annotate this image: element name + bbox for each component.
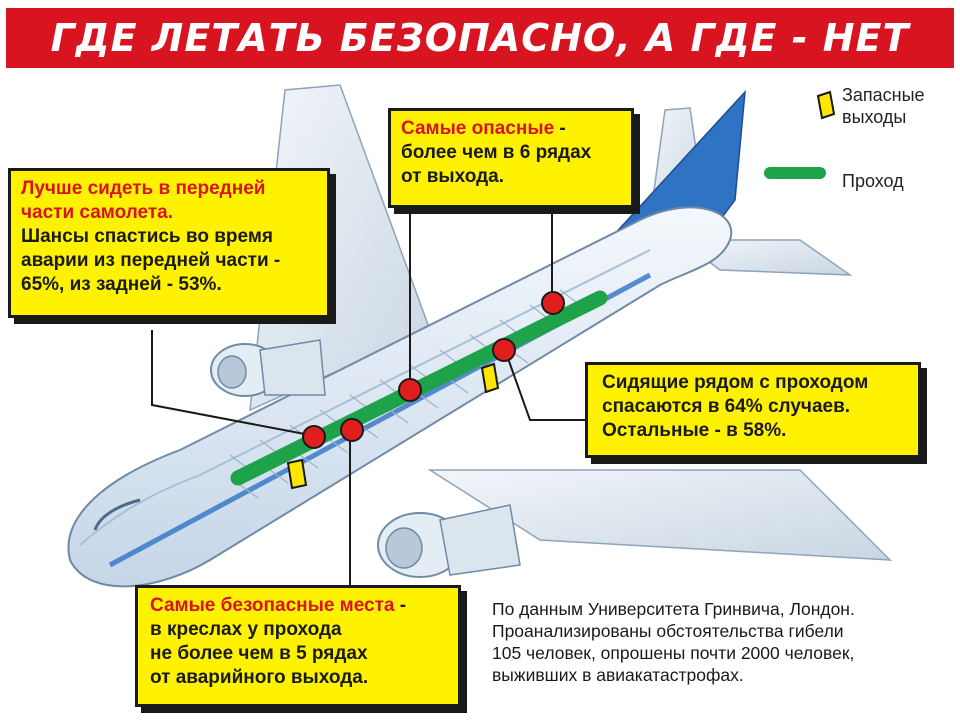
callout-danger-headline: Самые опасные [401,118,555,139]
callout-safe-text-3: от аварийного выхода. [150,667,369,688]
marker-danger-2 [541,291,565,315]
source-line-2: Проанализированы обстоятельства гибели [492,621,844,641]
page-title: ГДЕ ЛЕТАТЬ БЕЗОПАСНО, А ГДЕ - НЕТ [6,8,954,68]
source-note: По данным Университета Гринвича, Лондон.… [492,598,952,686]
callout-front-headline-1: Лучше сидеть в передней [21,178,266,199]
callout-safe-headline: Самые безопасные места [150,595,395,616]
marker-front-1 [302,425,326,449]
callout-front-text-2: аварии из передней части - [21,250,281,271]
lower-engine [377,504,521,578]
callout-safest-seats: Самые безопасные места - в креслах у про… [135,585,461,707]
callout-front-text-3: 65%, из задней - 53%. [21,274,222,295]
source-line-3: 105 человек, опрошены почти 2000 человек… [492,643,855,663]
callout-aisle-text-3: Остальные - в 58%. [602,420,787,441]
callout-danger-dash: - [554,118,566,139]
emergency-exit-front [286,458,308,490]
legend-exits-line1: Запасные [842,85,925,105]
callout-safe-text-2: не более чем в 5 рядах [150,643,368,664]
callout-danger-line-1: Самые опасные - [401,117,621,141]
callout-safe-text-1: в креслах у прохода [150,619,342,640]
source-line-4: выживших в авиакатастрофах. [492,665,744,685]
callout-aisle-text-1: Сидящие рядом с проходом [602,372,869,393]
callout-danger-text-1: более чем в 6 рядах [401,142,592,163]
callout-aisle-text-2: спасаются в 64% случаев. [602,396,851,417]
source-line-1: По данным Университета Гринвича, Лондон. [492,599,855,619]
callout-safe-dash: - [394,595,407,616]
callout-front-text-1: Шансы спастись во время [21,226,273,247]
connector-aisle [504,349,585,421]
callout-safe-line-1: Самые безопасные места - [150,594,448,618]
connector-front [151,330,311,436]
legend-aisle-label: Проход [842,171,904,191]
callout-aisle-seats: Сидящие рядом с проходом спасаются в 64%… [585,362,921,458]
upper-engine [210,339,326,397]
callout-front-headline-2: части самолета. [21,202,174,223]
legend-exits-line2: выходы [842,107,907,127]
emergency-exit-rear [480,362,500,394]
legend-emergency-exits: Запасные выходы [842,84,925,128]
marker-danger-1 [398,378,422,402]
legend-aisle: Проход [842,170,904,192]
marker-aisle [492,338,516,362]
callout-danger-text-2: от выхода. [401,166,504,187]
callout-front-seats: Лучше сидеть в передней части самолета. … [8,168,330,318]
exit-legend-icon [816,90,836,120]
marker-front-2 [340,418,364,442]
callout-most-dangerous: Самые опасные - более чем в 6 рядах от в… [388,108,634,208]
